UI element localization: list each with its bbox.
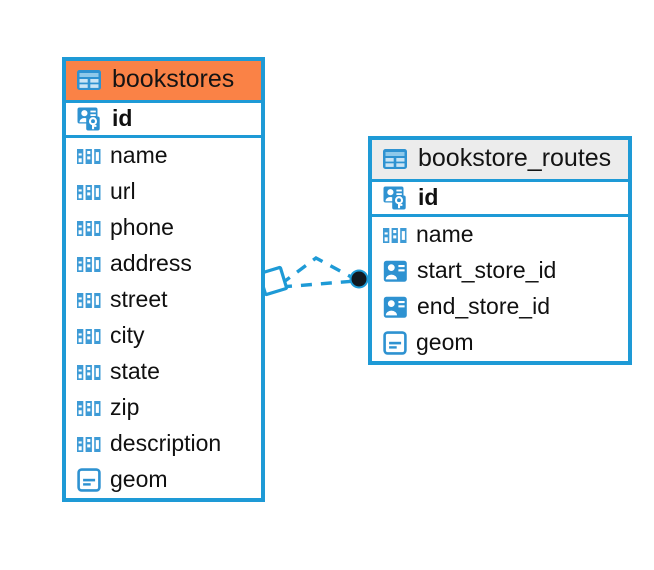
entity-header-bookstore-routes[interactable]: bookstore_routes [372, 140, 628, 179]
field-row-city[interactable]: city [66, 318, 261, 354]
field-name: phone [110, 214, 174, 241]
field-row-state[interactable]: state [66, 354, 261, 390]
primary-key-icon [77, 106, 103, 132]
abc-text-icon [77, 148, 101, 164]
field-name: name [416, 221, 474, 248]
field-name: state [110, 358, 160, 385]
abc-text-icon [77, 400, 101, 416]
field-row-street[interactable]: street [66, 282, 261, 318]
field-row-start-store-id[interactable]: start_store_id [372, 253, 628, 289]
abc-text-icon [77, 436, 101, 452]
abc-text-icon [77, 256, 101, 272]
field-name: geom [416, 329, 474, 356]
field-row-end-store-id[interactable]: end_store_id [372, 289, 628, 325]
field-row-geom[interactable]: geom [66, 462, 261, 498]
entity-title-bookstore-routes: bookstore_routes [418, 144, 612, 172]
table-icon [76, 69, 102, 91]
field-row-phone[interactable]: phone [66, 210, 261, 246]
field-row-geom[interactable]: geom [372, 325, 628, 361]
primary-key-icon [383, 185, 409, 211]
field-name: geom [110, 466, 168, 493]
abc-text-icon [77, 364, 101, 380]
field-name: start_store_id [417, 257, 557, 284]
field-name: address [110, 250, 192, 277]
foreign-key-icon [383, 260, 408, 283]
entity-title-bookstores: bookstores [112, 65, 235, 93]
field-name: url [110, 178, 136, 205]
entity-header-bookstores[interactable]: bookstores [66, 61, 261, 100]
abc-text-icon [77, 328, 101, 344]
field-name: id [112, 105, 133, 132]
abc-text-icon [77, 184, 101, 200]
field-name: city [110, 322, 145, 349]
field-name: end_store_id [417, 293, 550, 320]
field-row-name[interactable]: name [372, 217, 628, 253]
filled-circle-marker [349, 269, 369, 289]
relationship-branch-lower [280, 279, 356, 289]
field-row-url[interactable]: url [66, 174, 261, 210]
field-name: id [418, 184, 439, 211]
field-row-address[interactable]: address [66, 246, 261, 282]
abc-text-icon [77, 220, 101, 236]
abc-text-icon [77, 292, 101, 308]
entity-bookstores[interactable]: bookstores id [62, 57, 265, 502]
field-row-description[interactable]: description [66, 426, 261, 462]
abc-text-icon [383, 227, 407, 243]
field-name: description [110, 430, 222, 457]
field-name: street [110, 286, 168, 313]
field-row-zip[interactable]: zip [66, 390, 261, 426]
field-name: zip [110, 394, 140, 421]
field-row-id[interactable]: id [372, 179, 628, 217]
geometry-icon [77, 468, 101, 492]
foreign-key-icon [383, 296, 408, 319]
field-row-name[interactable]: name [66, 138, 261, 174]
field-row-id[interactable]: id [66, 100, 261, 138]
table-icon [382, 148, 408, 170]
field-name: name [110, 142, 168, 169]
geometry-icon [383, 331, 407, 355]
relationship-branch-upper [279, 255, 356, 286]
entity-bookstore-routes[interactable]: bookstore_routes id [368, 136, 632, 365]
